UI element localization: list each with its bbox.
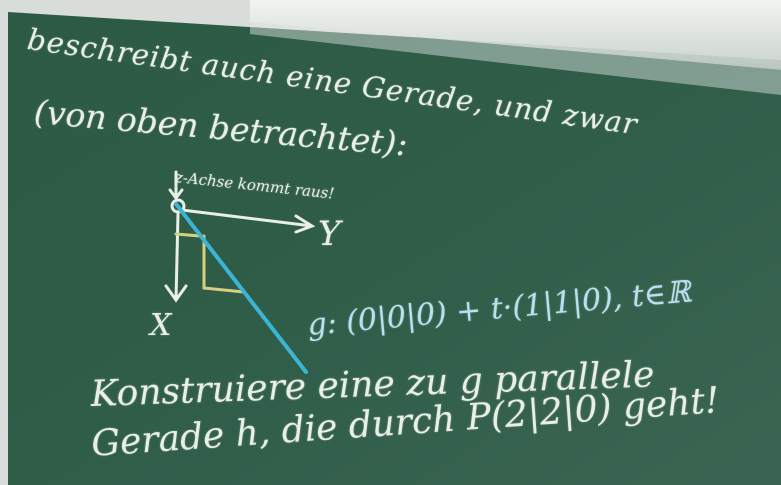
origin-mark bbox=[170, 198, 186, 214]
coordinate-sketch bbox=[164, 170, 316, 303]
yellow-construction-marks bbox=[174, 232, 246, 294]
y-axis-label: Y bbox=[318, 214, 341, 254]
chalkboard-surface bbox=[8, 12, 781, 485]
top-frame-highlight bbox=[250, 22, 781, 95]
x-axis-label: X bbox=[150, 308, 172, 343]
x-axis-arrow bbox=[164, 212, 188, 303]
z-axis-pointer bbox=[168, 170, 184, 201]
top-frame-strip bbox=[250, 0, 781, 70]
y-axis-arrow bbox=[180, 208, 316, 234]
line-g bbox=[174, 202, 308, 374]
